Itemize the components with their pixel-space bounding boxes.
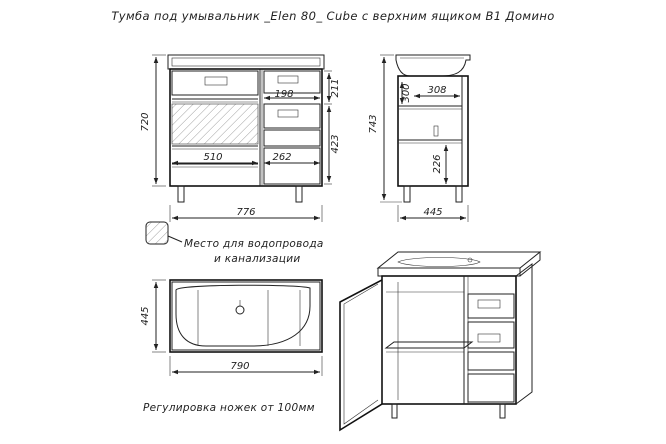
dim-790: 790 [230, 361, 249, 372]
dim-226: 226 [432, 154, 443, 173]
dim-308: 308 [427, 85, 446, 96]
legend-line-2: и канализации [214, 253, 301, 265]
dim-743: 743 [368, 114, 379, 133]
dim-720: 720 [140, 112, 151, 131]
dim-side-445: 445 [423, 207, 442, 218]
dim-198: 198 [274, 89, 293, 100]
side-view: 743 445 300 308 226 [368, 54, 471, 222]
dim-776: 776 [236, 207, 255, 218]
dim-300: 300 [401, 83, 412, 102]
footer-note: Регулировка ножек от 100мм [143, 402, 315, 414]
legend: Место для водопровода и канализации [145, 221, 324, 265]
dim-510: 510 [203, 152, 222, 163]
dim-top-445: 445 [140, 306, 151, 325]
dim-262: 262 [272, 152, 291, 163]
hatch-swatch [145, 221, 169, 245]
legend-line-1: Место для водопровода [184, 238, 324, 250]
top-view: 445 790 [140, 279, 323, 376]
isometric-view [339, 251, 542, 432]
front-view: 720 776 198 211 423 510 262 [140, 54, 341, 222]
dim-423: 423 [330, 134, 341, 153]
drawing-title: Тумба под умывальник _Elen 80_ Cube с ве… [111, 9, 554, 23]
dim-211: 211 [330, 78, 341, 97]
